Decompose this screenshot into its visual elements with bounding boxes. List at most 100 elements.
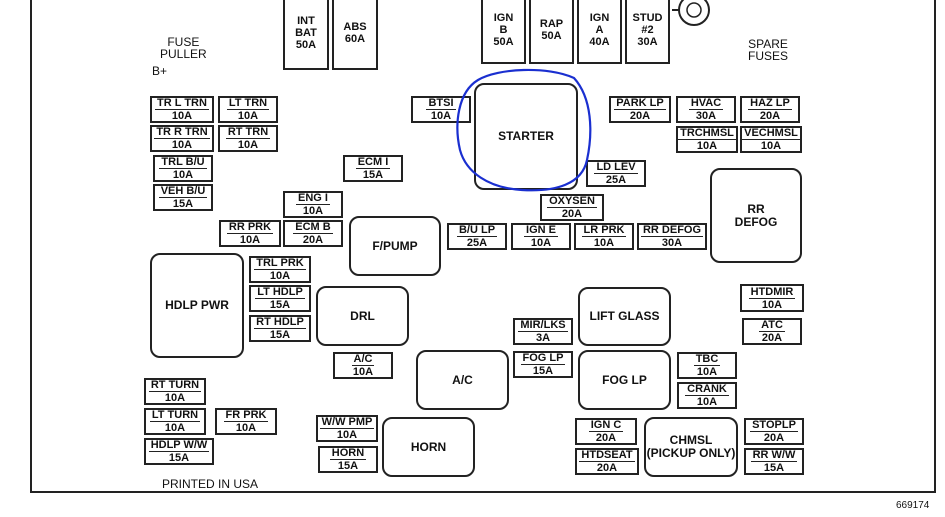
fuse-name: RR DEFOG [640,224,704,237]
fuse-rating: 10A [237,139,259,151]
top-fuse-stud-2: STUD #2 30A [625,0,670,64]
fuse-rating: 10A [164,392,186,404]
fuse-name: RAP [539,18,564,30]
fuse-rating: 15A [362,169,384,181]
fuse-rating: 10A [269,270,291,282]
relay-label: HORN [410,439,447,454]
fuse-name: TR L TRN [155,97,209,110]
fuse-name: VECHMSL [742,127,800,140]
relay-label-line2: DEFOG [734,214,778,229]
fuse-name-line2: #2 [641,24,654,36]
relay-label: RR [747,201,765,216]
fuse-rating: 20A [629,110,651,122]
fuse-puller-label: FUSE PULLER [160,36,207,60]
fuse-name: ENG I [296,192,330,205]
fuse-rating: 20A [595,432,617,444]
fuse-name: VEH B/U [158,185,208,198]
fuse-rating: 15A [172,198,194,210]
fuse-rating: 10A [760,140,782,152]
fuse-name: TRL B/U [159,156,207,169]
fuse-name: HTDMIR [748,285,796,299]
fuse-rating: 50A [295,39,317,51]
fuse-rating: 15A [763,462,785,474]
fuse-name: RT TURN [148,379,202,392]
relay-drl: DRL [316,286,409,346]
fuse-puller-line2: PULLER [160,47,207,61]
printed-in-usa-label: PRINTED IN USA [162,477,259,491]
fuse-name: IGN E [524,224,558,237]
fuse-rating: 10A [237,110,259,122]
fuse-name: INT [297,15,315,27]
figure-id-label: 669174 [896,500,930,511]
fuse-rating: 10A [530,237,552,249]
fuse-name: HDLP W/W [148,439,210,452]
top-fuse-abs: ABS 60A [332,0,378,70]
relay-label: HDLP PWR [165,298,229,312]
fuse-name: CRANK [685,383,729,396]
fuse-name: OXYSEN [547,195,597,208]
fuse-rating: 40A [589,36,610,48]
fuse-rating: 20A [596,462,618,474]
fuse-name: RR PRK [226,221,274,234]
fuse-rating: 10A [336,429,358,441]
fuse-rating: 15A [269,329,291,341]
fuse-rating: 10A [239,234,261,246]
fuse-name-line2: A [595,24,604,36]
fuse-name: RT TRN [225,126,271,139]
fuse-rating: 10A [696,366,718,378]
fuse-rating: 10A [696,396,718,408]
relay-label: FOG LP [602,372,647,387]
fuse-name: IGN [493,12,514,24]
fuse-name: W/W PMP [319,416,375,429]
fuse-rating: 30A [695,110,717,122]
fuse-name: FOG LP [520,352,566,365]
relay-label: LIFT GLASS [589,309,660,323]
fuse-name: HORN [329,447,367,460]
fuse-name: LT HDLP [255,286,305,299]
fuse-name: STUD [632,12,663,24]
fuse-name: RR W/W [750,449,798,462]
relay-label: DRL [350,308,375,323]
fuse-rating: 10A [696,140,718,152]
fuse-name: ATC [759,319,785,332]
fuse-rating: 10A [172,169,194,181]
fuse-block-outline [30,0,936,493]
fuse-name: A/C [351,353,375,366]
fuse-rating: 20A [561,208,583,220]
fuse-name: MIR/LKS [518,319,568,332]
top-fuse-ign-a: IGN A 40A [577,0,622,64]
fuse-rating: 60A [344,33,366,45]
fuse-name: RT HDLP [254,316,306,329]
fuse-rating: 10A [593,237,615,249]
fuse-name: LT TURN [149,409,201,422]
fuse-rating: 30A [661,237,683,249]
relay-chmsl: CHMSL(PICKUP ONLY) [644,417,738,477]
fuse-name: IGN [589,12,610,24]
spare-fuses-line2: FUSES [748,49,789,63]
fuse-name: ECM B [293,221,333,234]
fuse-rating: 15A [269,299,291,311]
